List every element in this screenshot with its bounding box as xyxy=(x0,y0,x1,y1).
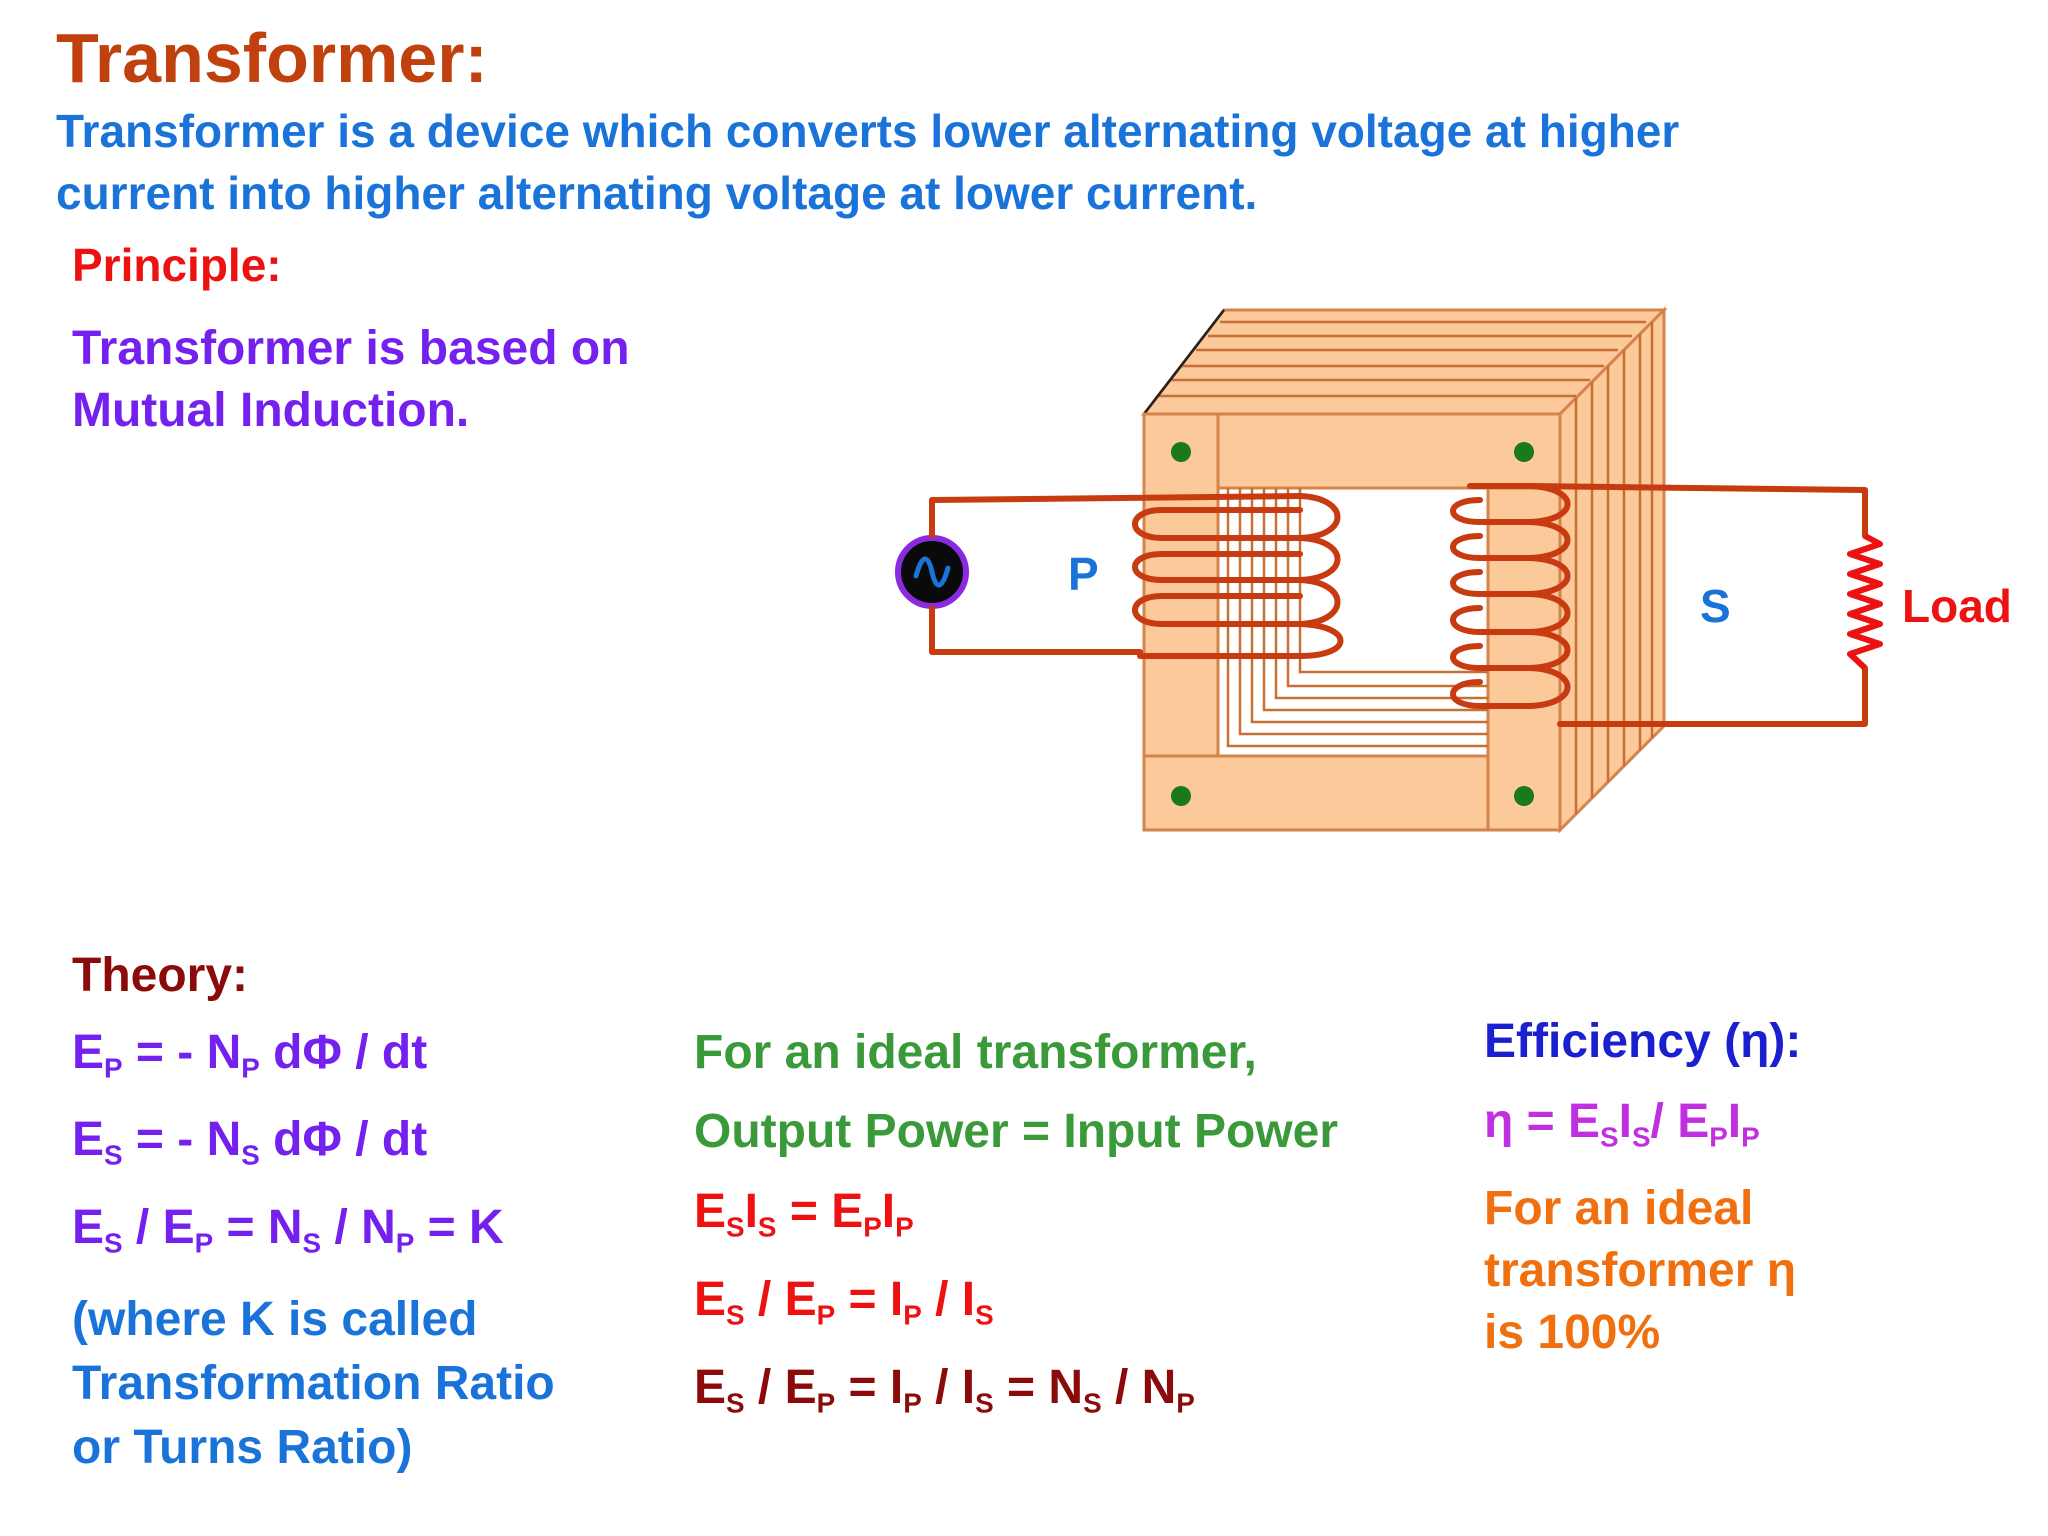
equation-secondary-emf: ES = - NS dΦ / dt xyxy=(72,1113,428,1171)
eff-note-line-3: is 100% xyxy=(1484,1306,1661,1359)
power-equality: Output Power = Input Power xyxy=(694,1105,1339,1158)
lamination-lines-inner xyxy=(1226,488,1488,748)
efficiency-heading: Efficiency (η): xyxy=(1484,1015,1802,1068)
ac-source-icon xyxy=(895,535,969,609)
core-bolt xyxy=(1514,786,1534,806)
lamination-lines-top xyxy=(1143,309,1646,415)
note-line-2: Transformation Ratio xyxy=(72,1357,555,1410)
lamination-lines-side xyxy=(1574,322,1654,814)
secondary-coil xyxy=(1450,483,1571,709)
principle-line-2: Mutual Induction. xyxy=(72,384,470,437)
definition-line-2: current into higher alternating voltage … xyxy=(56,167,1258,219)
definition-text: Transformer is a device which converts l… xyxy=(56,100,1986,224)
principle-line-1: Transformer is based on xyxy=(72,322,630,375)
principle-text: Transformer is based on Mutual Induction… xyxy=(72,318,772,442)
primary-circuit xyxy=(929,493,1344,659)
core-bolt xyxy=(1171,786,1191,806)
core-bolt xyxy=(1171,442,1191,462)
transformer-diagram: P S Load xyxy=(895,306,2012,834)
core-bolt xyxy=(1514,442,1534,462)
efficiency-note: For an ideal transformer η is 100% xyxy=(1484,1178,1904,1364)
ideal-heading: For an ideal transformer, xyxy=(694,1026,1257,1079)
primary-label: P xyxy=(1068,548,1099,600)
note-line-3: or Turns Ratio) xyxy=(72,1421,413,1474)
secondary-circuit xyxy=(1450,483,1868,727)
eff-note-line-2: transformer η xyxy=(1484,1244,1797,1297)
theory-heading: Theory: xyxy=(72,949,249,1002)
efficiency-formula: η = ESIS/ EPIP xyxy=(1484,1095,1760,1153)
equation-current-ratio: ES / EP = IP / IS xyxy=(694,1273,994,1331)
equation-power-balance: ESIS = EPIP xyxy=(694,1185,914,1243)
resistor-icon xyxy=(1847,533,1883,671)
note-line-1: (where K is called xyxy=(72,1293,478,1346)
secondary-label: S xyxy=(1700,580,1731,632)
definition-line-1: Transformer is a device which converts l… xyxy=(56,105,1680,157)
page-title: Transformer: xyxy=(56,19,488,97)
turns-ratio-note: (where K is called Transformation Ratio … xyxy=(72,1288,632,1480)
laminated-core xyxy=(1140,306,1668,834)
primary-coil xyxy=(1132,493,1344,659)
principle-heading: Principle: xyxy=(72,239,282,291)
equation-combined-ratio: ES / EP = IP / IS = NS / NP xyxy=(694,1361,1195,1419)
equation-primary-emf: EP = - NP dΦ / dt xyxy=(72,1026,428,1084)
eff-note-line-1: For an ideal xyxy=(1484,1182,1754,1235)
equation-turns-ratio: ES / EP = NS / NP = K xyxy=(72,1201,504,1259)
load-label: Load xyxy=(1902,580,2012,632)
